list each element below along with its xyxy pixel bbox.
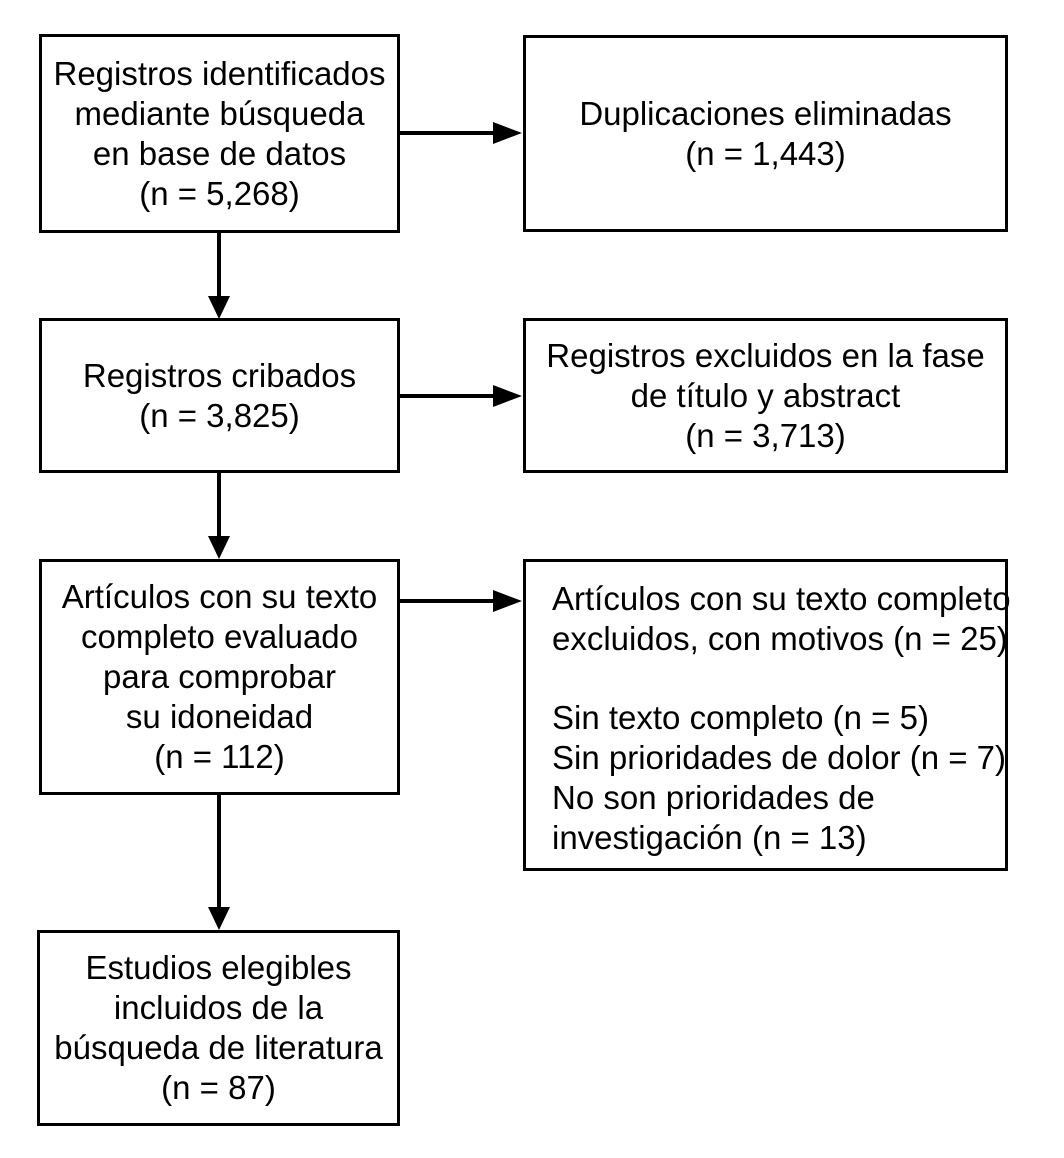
box-line: Registros cribados xyxy=(82,356,357,394)
box-line: su idoneidad xyxy=(125,698,314,735)
arrow-fulltext-to-excluded xyxy=(400,590,522,612)
box-reason-no-fulltext: Sin texto completo (n = 5) xyxy=(552,699,929,736)
box-records-excluded-title-abstract: Registros excluidos en la fase de título… xyxy=(523,318,1008,473)
box-line: búsqueda de literatura xyxy=(54,1029,383,1066)
box-line: Duplicaciones eliminadas xyxy=(579,94,952,132)
box-line-count: (n = 1,443) xyxy=(685,134,846,172)
box-line-count: excluidos, con motivos (n = 25) xyxy=(552,620,1008,657)
box-reason-not-research-priorities-line1: No son prioridades de xyxy=(552,779,875,816)
box-line: Artículos con su texto completo xyxy=(552,580,1011,617)
box-line: incluidos de la xyxy=(113,989,324,1026)
box-line: Estudios elegibles xyxy=(85,949,352,986)
box-reason-not-research-priorities-line2: investigación (n = 13) xyxy=(552,819,867,856)
box-line: Registros identificados xyxy=(53,54,386,92)
box-line: completo evaluado xyxy=(80,618,359,655)
box-line: mediante búsqueda xyxy=(74,94,365,132)
box-fulltext-assessed: Artículos con su texto completo evaluado… xyxy=(39,559,400,795)
box-line-count: (n = 87) xyxy=(161,1069,276,1106)
box-line: en base de datos xyxy=(92,134,347,172)
box-reason-no-pain-priorities: Sin prioridades de dolor (n = 7) xyxy=(552,739,1007,776)
box-duplicates-removed: Duplicaciones eliminadas (n = 1,443) xyxy=(523,35,1008,232)
box-line-count: (n = 3,825) xyxy=(139,396,300,434)
box-studies-included: Estudios elegibles incluidos de la búsqu… xyxy=(37,930,400,1126)
box-fulltext-excluded-reasons: Artículos con su texto completo excluido… xyxy=(523,559,1011,871)
arrow-screened-to-excluded xyxy=(400,385,522,407)
box-line: de título y abstract xyxy=(630,376,901,414)
arrow-fulltext-to-included xyxy=(208,795,230,930)
arrow-screened-to-fulltext xyxy=(208,473,230,559)
box-line-count: (n = 5,268) xyxy=(139,174,300,212)
box-line-count: (n = 3,713) xyxy=(685,416,846,454)
box-records-identified: Registros identificados mediante búsqued… xyxy=(39,34,400,233)
box-line: Artículos con su texto xyxy=(61,578,378,615)
box-records-screened: Registros cribados (n = 3,825) xyxy=(39,318,400,473)
box-line-count: (n = 112) xyxy=(154,738,285,775)
arrow-identified-to-screened xyxy=(208,233,230,319)
box-line: Registros excluidos en la fase xyxy=(546,336,985,374)
box-line: para comprobar xyxy=(103,658,336,695)
arrow-identified-to-duplicates xyxy=(400,122,522,144)
